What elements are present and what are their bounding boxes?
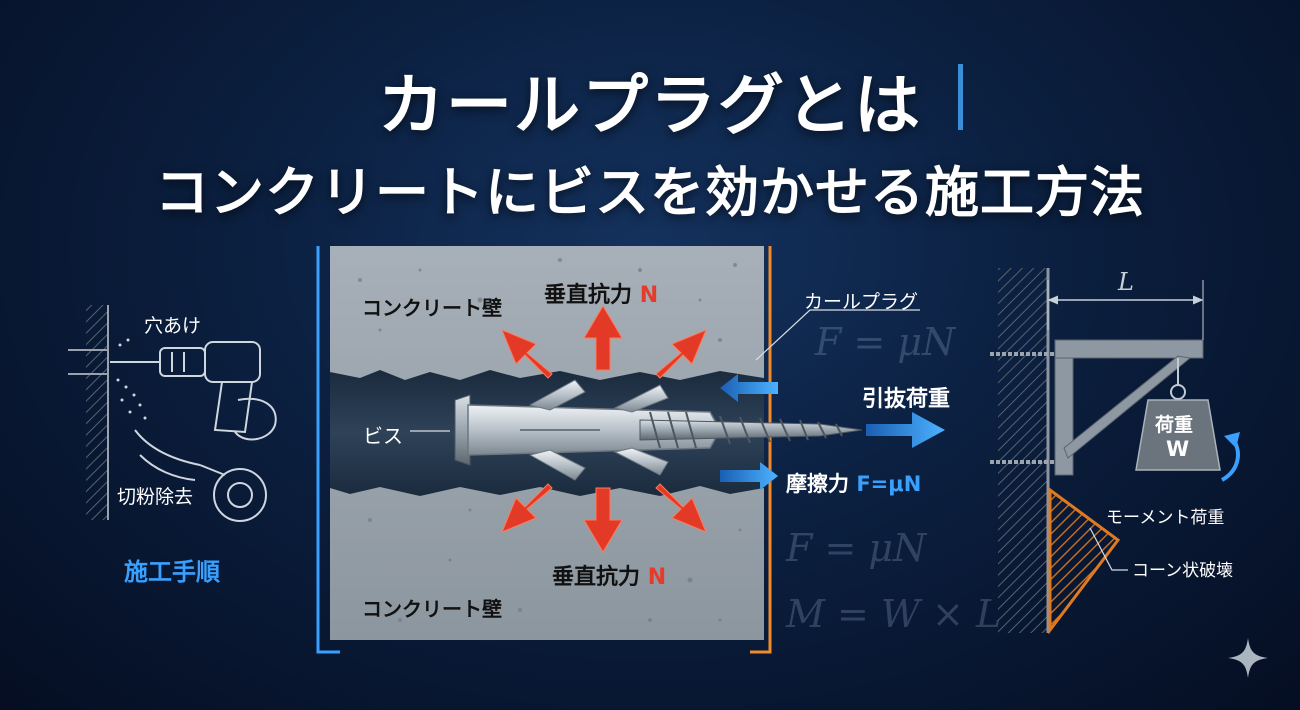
main-title: カールプラグとは [378, 67, 922, 144]
length-label: L [1118, 268, 1134, 296]
formula-friction-2: F = μN [786, 526, 927, 570]
force-arrows-blue [720, 374, 945, 490]
screw-label: ビス [363, 424, 403, 448]
bracket-diagram [990, 268, 1240, 635]
plug-and-screw [454, 379, 863, 481]
procedure-heading: 施工手順 [124, 558, 220, 586]
friction-label: 摩擦力 F=μN [786, 468, 921, 498]
formula-moment: M = W × L [786, 592, 1002, 636]
normal-force-top-text: 垂直抗力 [544, 283, 633, 308]
friction-text: 摩擦力 [786, 472, 849, 496]
formula-friction-1: F = μN [815, 320, 956, 364]
lower-wall-label: コンクリート壁 [362, 597, 502, 621]
plug-label: カールプラグ [804, 291, 919, 313]
normal-force-bottom-text: 垂直抗力 [552, 565, 641, 590]
subtitle: コンクリートにビスを効かせる施工方法 [155, 161, 1145, 224]
friction-formula: F=μN [856, 472, 922, 496]
normal-force-bottom-symbol: N [647, 565, 667, 590]
pullout-load-label: 引抜荷重 [862, 387, 951, 412]
normal-force-arrows [501, 305, 707, 553]
moment-load-label: モーメント荷重 [1106, 508, 1225, 528]
normal-force-top-label: 垂直抗力 N [544, 277, 658, 309]
dust-removal-label: 切粉除去 [117, 486, 194, 508]
drill-label: 穴あけ [144, 315, 202, 337]
cone-failure-label: コーン状破壊 [1132, 561, 1234, 581]
procedure-illustration [68, 305, 277, 522]
normal-force-top-symbol: N [639, 283, 659, 308]
drill-icon [110, 341, 277, 441]
sparkle-icon [1228, 638, 1268, 678]
upper-wall-label: コンクリート壁 [362, 296, 502, 320]
title-accent-bar [958, 64, 963, 130]
weight-symbol: W [1166, 437, 1190, 461]
normal-force-bottom-label: 垂直抗力 N [552, 559, 666, 591]
weight-label: 荷重 [1155, 414, 1194, 436]
blower-icon [134, 429, 267, 522]
